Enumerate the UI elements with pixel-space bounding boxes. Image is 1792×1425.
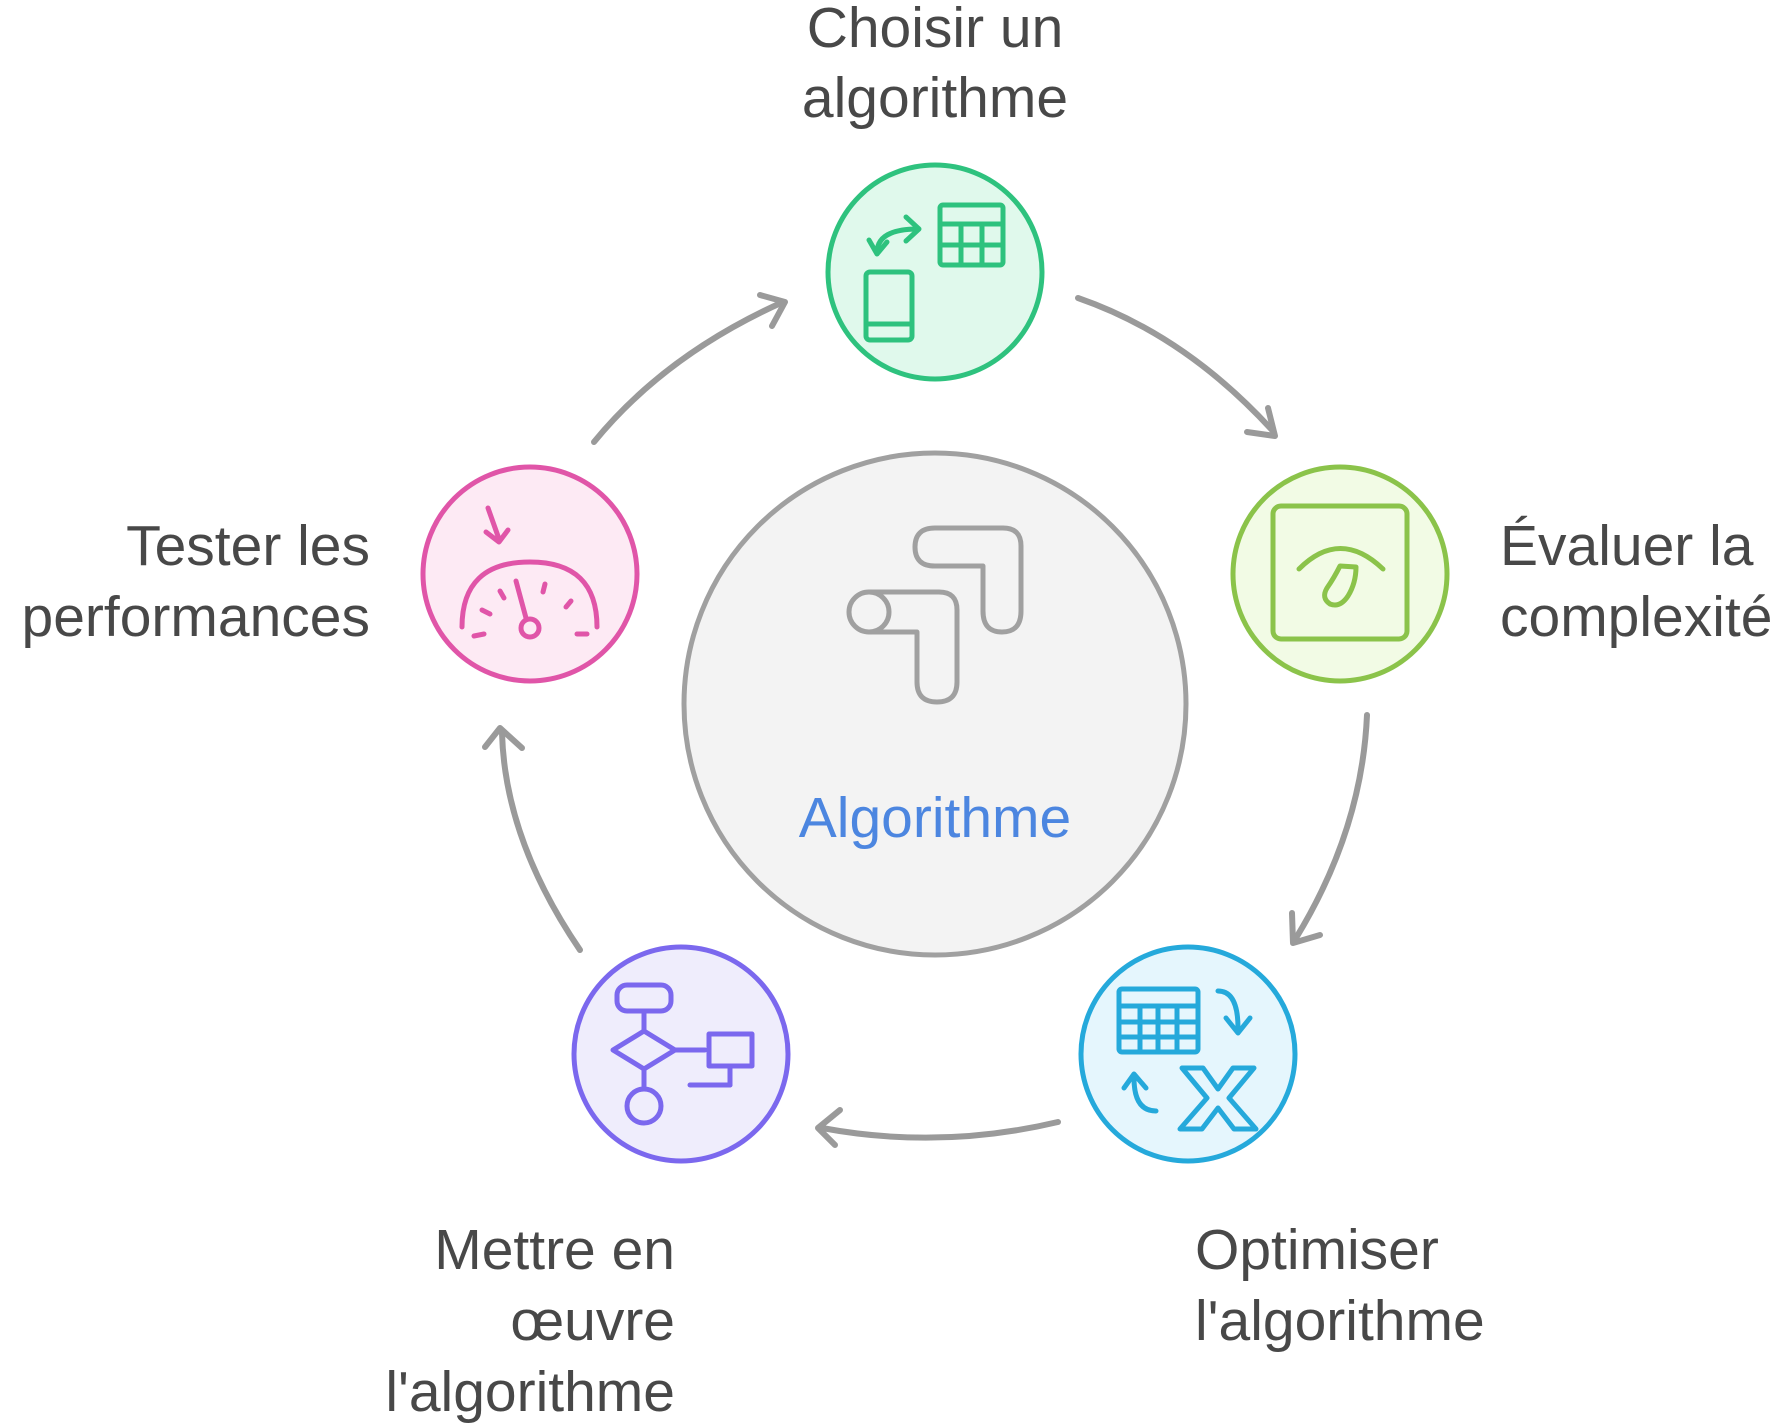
scale-gauge-icon (1270, 503, 1410, 642)
step-test[interactable]: Tester les performances (22, 464, 640, 684)
step-implement[interactable]: Mettre en œuvre l'algorithme (385, 944, 791, 1424)
arrow-test-to-choose (591, 292, 788, 445)
step-evaluate[interactable]: Évaluer la complexité (1230, 464, 1772, 684)
step-implement-circle[interactable] (571, 944, 791, 1164)
step-optimize-label-line1: Optimiser (1195, 1218, 1439, 1282)
step-choose[interactable]: Choisir un algorithme (802, 0, 1068, 382)
swap-table-phone-icon (863, 202, 1006, 343)
center-node: Algorithme (681, 450, 1189, 958)
cycle-arrows (482, 292, 1370, 1148)
step-choose-label-line2: algorithme (802, 66, 1068, 130)
step-choose-label-line1: Choisir un (807, 0, 1064, 60)
step-implement-label-line2: œuvre (510, 1289, 675, 1353)
spreadsheet-cycle-icon (1116, 986, 1259, 1132)
arrow-implement-to-test (482, 725, 583, 953)
step-choose-circle[interactable] (825, 162, 1045, 382)
step-test-circle[interactable] (420, 464, 640, 684)
step-test-label-line1: Tester les (126, 514, 370, 578)
arrow-optimize-to-implement (815, 1107, 1061, 1148)
google-ads-icon (846, 525, 1024, 705)
flowchart-icon (610, 982, 755, 1126)
step-optimize-label-line2: l'algorithme (1195, 1289, 1485, 1353)
arrow-choose-to-evaluate (1075, 295, 1278, 439)
arrow-evaluate-to-optimize (1289, 712, 1370, 946)
speedometer-icon (459, 505, 600, 640)
step-optimize[interactable]: Optimiser l'algorithme (1078, 944, 1485, 1353)
step-evaluate-label-line1: Évaluer la (1500, 514, 1754, 578)
step-evaluate-label-line2: complexité (1500, 585, 1772, 649)
step-evaluate-circle[interactable] (1230, 464, 1450, 684)
center-label: Algorithme (799, 786, 1071, 850)
step-implement-label-line3: l'algorithme (385, 1360, 675, 1424)
step-implement-label-line1: Mettre en (434, 1218, 675, 1282)
step-test-label-line2: performances (22, 585, 371, 649)
